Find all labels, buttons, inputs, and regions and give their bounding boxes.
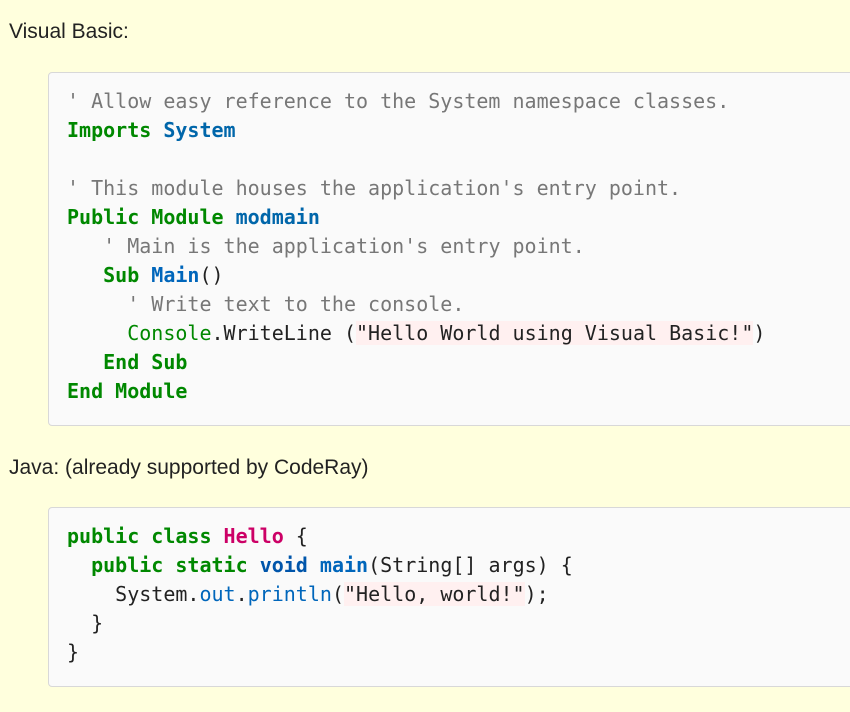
- code-function-name: main: [319, 553, 369, 577]
- code-punctuation: .: [235, 582, 248, 606]
- code-line: }: [67, 609, 573, 638]
- code-line: Sub Main(): [67, 261, 765, 290]
- code-keyword: void: [259, 553, 308, 577]
- code-namespace: System: [163, 118, 236, 142]
- code-method: println: [247, 582, 332, 606]
- code-block-visual-basic: ' Allow easy reference to the System nam…: [48, 72, 850, 426]
- code-module-name: modmain: [235, 205, 320, 229]
- code-string: "Hello World using Visual Basic!": [356, 321, 754, 345]
- code-field: out: [199, 582, 236, 606]
- code-punctuation: );: [524, 582, 549, 606]
- code-identifier: Console: [127, 321, 212, 345]
- code-line: System.out.println("Hello, world!");: [67, 580, 573, 609]
- code-keyword: Imports: [67, 118, 152, 142]
- code-listing-java: public class Hello { public static void …: [67, 522, 573, 667]
- code-line: }: [67, 638, 573, 667]
- code-line-blank: [67, 145, 765, 174]
- code-line: public static void main(String[] args) {: [67, 551, 573, 580]
- code-class-name: Hello: [223, 524, 284, 548]
- section-heading-visual-basic: Visual Basic:: [9, 20, 129, 43]
- code-line: ' Write text to the console.: [67, 290, 765, 319]
- code-line: ' This module houses the application's e…: [67, 174, 765, 203]
- code-keyword: Public: [67, 205, 140, 229]
- code-keyword: Module: [151, 205, 224, 229]
- code-punctuation: }: [91, 611, 104, 635]
- code-block-java: public class Hello { public static void …: [48, 507, 850, 687]
- code-punctuation: (: [331, 582, 344, 606]
- code-keyword: public class: [67, 524, 212, 548]
- code-keyword: Sub: [103, 263, 140, 287]
- code-punctuation: ): [753, 321, 766, 345]
- code-punctuation: }: [67, 640, 80, 664]
- code-punctuation: {: [283, 524, 308, 548]
- code-line: End Module: [67, 377, 765, 406]
- code-function-name: Main: [151, 263, 200, 287]
- code-line: Public Module modmain: [67, 203, 765, 232]
- section-heading-java: Java: (already supported by CodeRay): [9, 456, 369, 479]
- code-comment: ' Allow easy reference to the System nam…: [67, 89, 730, 113]
- code-line: ' Main is the application's entry point.: [67, 232, 765, 261]
- code-keyword: End Module: [67, 379, 188, 403]
- code-comment: ' Write text to the console.: [127, 292, 465, 316]
- code-keyword: End Sub: [103, 350, 188, 374]
- code-text: (String[] args) {: [368, 553, 573, 577]
- code-comment: ' Main is the application's entry point.: [103, 234, 585, 258]
- code-text: System.: [115, 582, 200, 606]
- code-comment: ' This module houses the application's e…: [67, 176, 682, 200]
- code-line: Console.WriteLine ("Hello World using Vi…: [67, 319, 765, 348]
- code-keyword: public static: [91, 553, 248, 577]
- code-line: End Sub: [67, 348, 765, 377]
- code-punctuation: (): [199, 263, 224, 287]
- code-line: public class Hello {: [67, 522, 573, 551]
- code-line: ' Allow easy reference to the System nam…: [67, 87, 765, 116]
- code-line: Imports System: [67, 116, 765, 145]
- code-listing-visual-basic: ' Allow easy reference to the System nam…: [67, 87, 765, 406]
- code-string: "Hello, world!": [343, 582, 525, 606]
- code-text: .WriteLine (: [211, 321, 357, 345]
